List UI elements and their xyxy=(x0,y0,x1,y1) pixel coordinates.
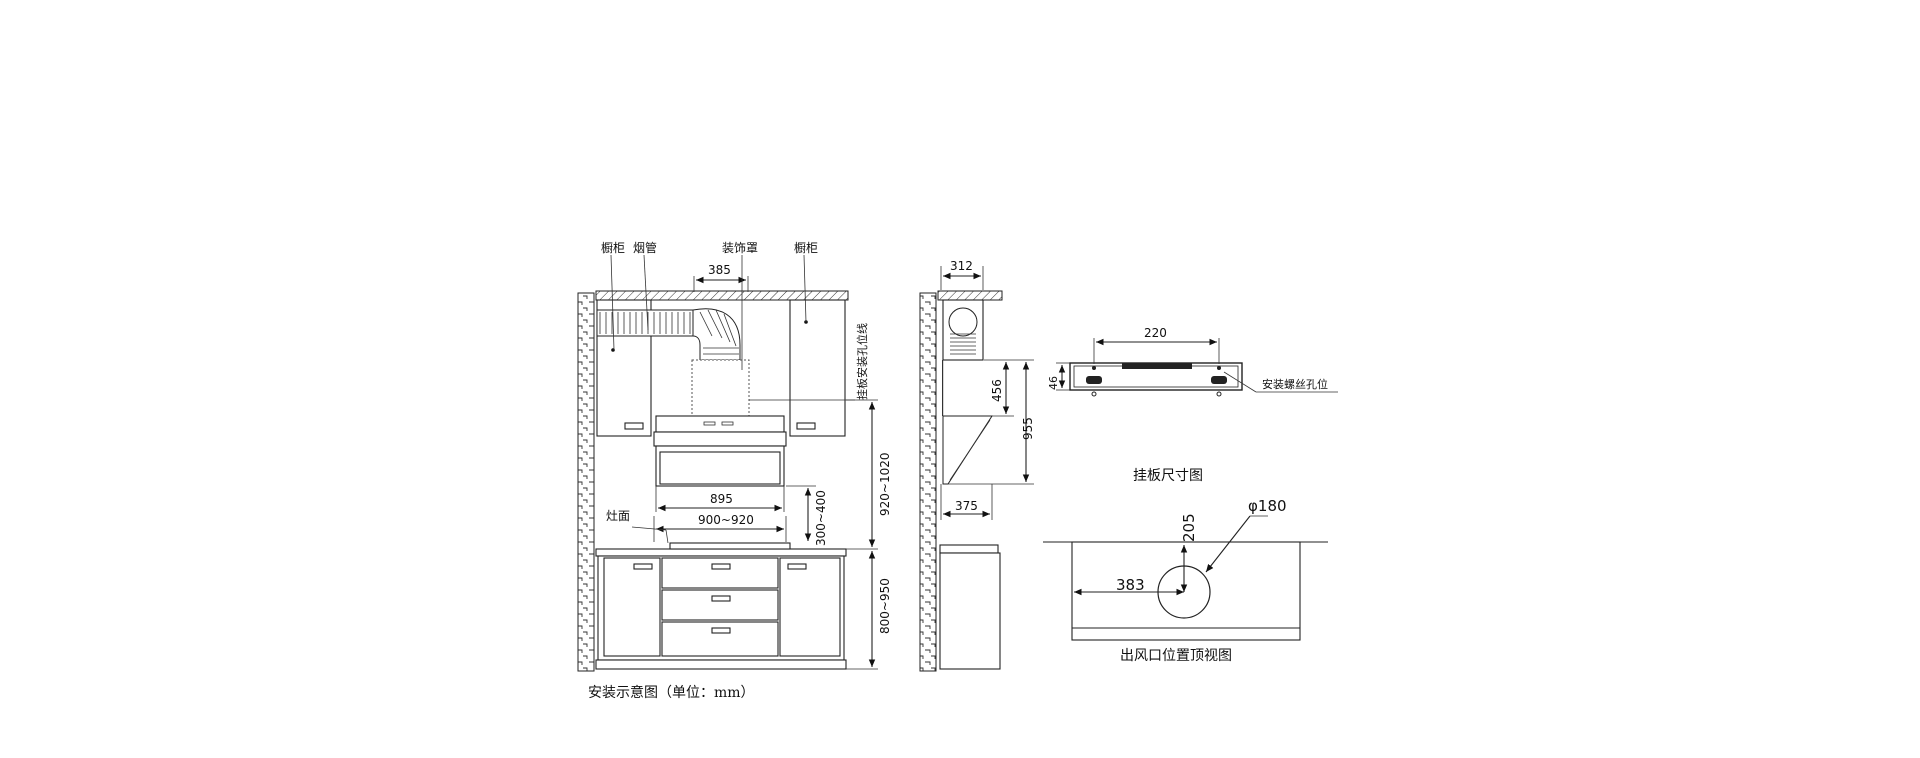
plate-hole-right xyxy=(1211,376,1227,384)
dim-375: 375 xyxy=(955,499,978,513)
label-smoke-pipe: 烟管 xyxy=(633,240,657,255)
countertop xyxy=(595,548,847,557)
cooktop xyxy=(669,542,791,550)
label-cabinet-right: 橱柜 xyxy=(794,241,818,255)
dim-800-950: 800~950 xyxy=(878,578,892,634)
label-screw-holes: 安装螺丝孔位 xyxy=(1262,377,1328,391)
wall-plate: 220 46 安装螺丝孔位 挂板尺寸图 xyxy=(1047,326,1338,484)
label-cabinet-left: 橱柜 xyxy=(601,241,625,255)
outlet-ceiling-box xyxy=(1071,541,1301,641)
decor-cover xyxy=(691,359,750,417)
dim-900-920: 900~920 xyxy=(698,513,754,527)
outlet-top-view: φ180 205 383 出风口位置顶视图 xyxy=(1043,497,1328,664)
range-hood xyxy=(653,415,787,487)
front-dimensions xyxy=(610,254,878,670)
dim-456: 456 xyxy=(990,379,1004,402)
wall-plate-caption: 挂板尺寸图 xyxy=(1133,468,1203,484)
dim-205: 205 xyxy=(1180,513,1198,542)
dim-312: 312 xyxy=(950,259,973,273)
upper-cabinet-right xyxy=(789,299,846,437)
side-ceiling xyxy=(937,290,1003,301)
left-wall xyxy=(577,292,595,672)
dim-220: 220 xyxy=(1144,326,1167,340)
dim-383: 383 xyxy=(1116,576,1145,594)
front-view-caption: 安装示意图（单位：mm） xyxy=(588,684,755,701)
plate-hole-left xyxy=(1086,376,1102,384)
side-view: 312 456 955 375 xyxy=(919,259,1035,672)
label-wall-plate-line: 挂板安装孔位线 xyxy=(855,323,869,400)
dim-895: 895 xyxy=(710,492,733,506)
dim-385: 385 xyxy=(708,263,731,277)
label-decor-cover: 装饰罩 xyxy=(722,241,758,255)
side-hood-profile xyxy=(942,415,993,485)
dim-phi180: φ180 xyxy=(1248,497,1287,515)
front-view: 橱柜 烟管 装饰罩 橱柜 灶面 挂板安装孔位线 385 895 900~920 … xyxy=(577,240,892,701)
ceiling-slab xyxy=(595,290,849,301)
dim-46: 46 xyxy=(1047,376,1060,390)
side-dimensions xyxy=(940,266,1034,520)
dim-955: 955 xyxy=(1021,417,1035,440)
smoke-duct xyxy=(596,308,741,361)
base-cabinets xyxy=(595,555,847,670)
outlet-top-caption: 出风口位置顶视图 xyxy=(1120,648,1232,664)
dim-920-1020: 920~1020 xyxy=(878,453,892,517)
side-wall xyxy=(919,292,937,672)
dim-300-400: 300~400 xyxy=(814,490,828,546)
label-stovetop: 灶面 xyxy=(606,509,630,523)
